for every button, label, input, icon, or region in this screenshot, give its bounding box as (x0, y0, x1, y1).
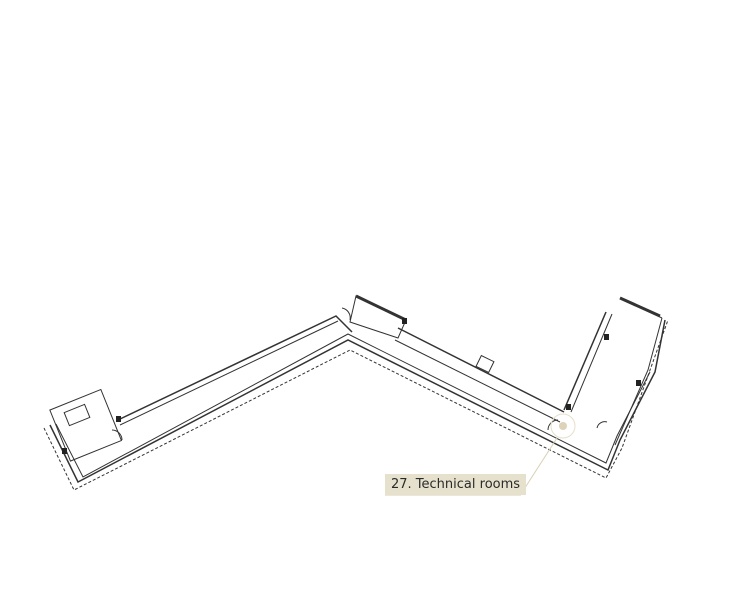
outer-boundary-dashed (43, 319, 669, 491)
right-wing-east (614, 317, 663, 446)
right-wing-wall-2 (570, 313, 613, 413)
door-arc (596, 421, 608, 429)
door-arc (547, 419, 559, 431)
door-arc (341, 307, 351, 321)
left-room (49, 388, 123, 462)
right-wing-wall (563, 311, 607, 411)
outer-wall-inner (55, 333, 651, 478)
outer-wall (49, 319, 666, 484)
left-arm-inner-wall-2 (119, 320, 339, 426)
left-room-sofa (63, 403, 91, 427)
room-marker-dot[interactable] (559, 422, 567, 430)
right-arm-alcove (475, 354, 495, 374)
door-arc (111, 429, 123, 441)
room-marker-ring (550, 413, 576, 439)
room-label-technical-rooms[interactable]: 27. Technical rooms (385, 474, 527, 495)
leader-line (520, 437, 558, 495)
right-arm-wall-2 (394, 339, 561, 423)
right-arm-wall (397, 327, 565, 413)
left-arm-inner-wall (117, 315, 353, 421)
